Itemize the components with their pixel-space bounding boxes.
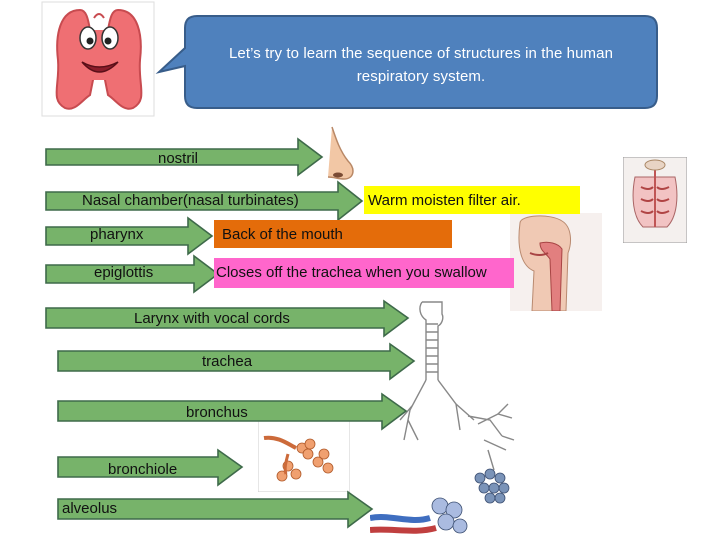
label-alveolus: alveolus (62, 500, 118, 517)
arrow-nasal-chamber (45, 180, 364, 222)
alveoli-closeup-image (258, 418, 350, 492)
label-nasal-chamber: Nasal chamber(nasal turbinates) (82, 192, 299, 209)
bubble-text: Let’s try to learn the sequence of struc… (197, 42, 645, 88)
nasal-turbinates-image (623, 157, 687, 243)
arrow-larynx (45, 299, 410, 338)
lungs-trachea-drawing (399, 301, 515, 504)
label-trachea: trachea (202, 353, 253, 370)
lungs-mascot-icon (41, 1, 155, 117)
head-cross-section-image (510, 213, 602, 311)
label-nostril: nostril (158, 150, 199, 167)
label-epiglottis: epiglottis (94, 264, 154, 281)
label-bronchus: bronchus (186, 404, 248, 421)
arrow-nostril (45, 137, 324, 177)
arrow-pharynx (45, 216, 214, 256)
label-larynx: Larynx with vocal cords (134, 310, 290, 327)
arrow-trachea (57, 342, 416, 381)
alveolus-vessel-image (370, 497, 468, 534)
speech-bubble (155, 15, 658, 109)
arrow-bronchus (57, 392, 408, 431)
label-bronchiole: bronchiole (108, 461, 178, 478)
note-epiglottis: Closes off the trachea when you swallow (214, 258, 514, 288)
bubble-line-2: respiratory system. (356, 68, 486, 85)
nose-icon (327, 126, 354, 180)
arrow-bronchiole (57, 448, 244, 487)
bubble-line-1: Let’s try to learn the sequence of struc… (228, 45, 614, 62)
label-pharynx: pharynx (90, 226, 144, 243)
arrow-alveolus (57, 490, 374, 529)
note-nasal-chamber: Warm moisten filter air. (364, 186, 580, 214)
arrow-epiglottis (45, 254, 220, 294)
note-pharynx: Back of the mouth (214, 220, 452, 248)
